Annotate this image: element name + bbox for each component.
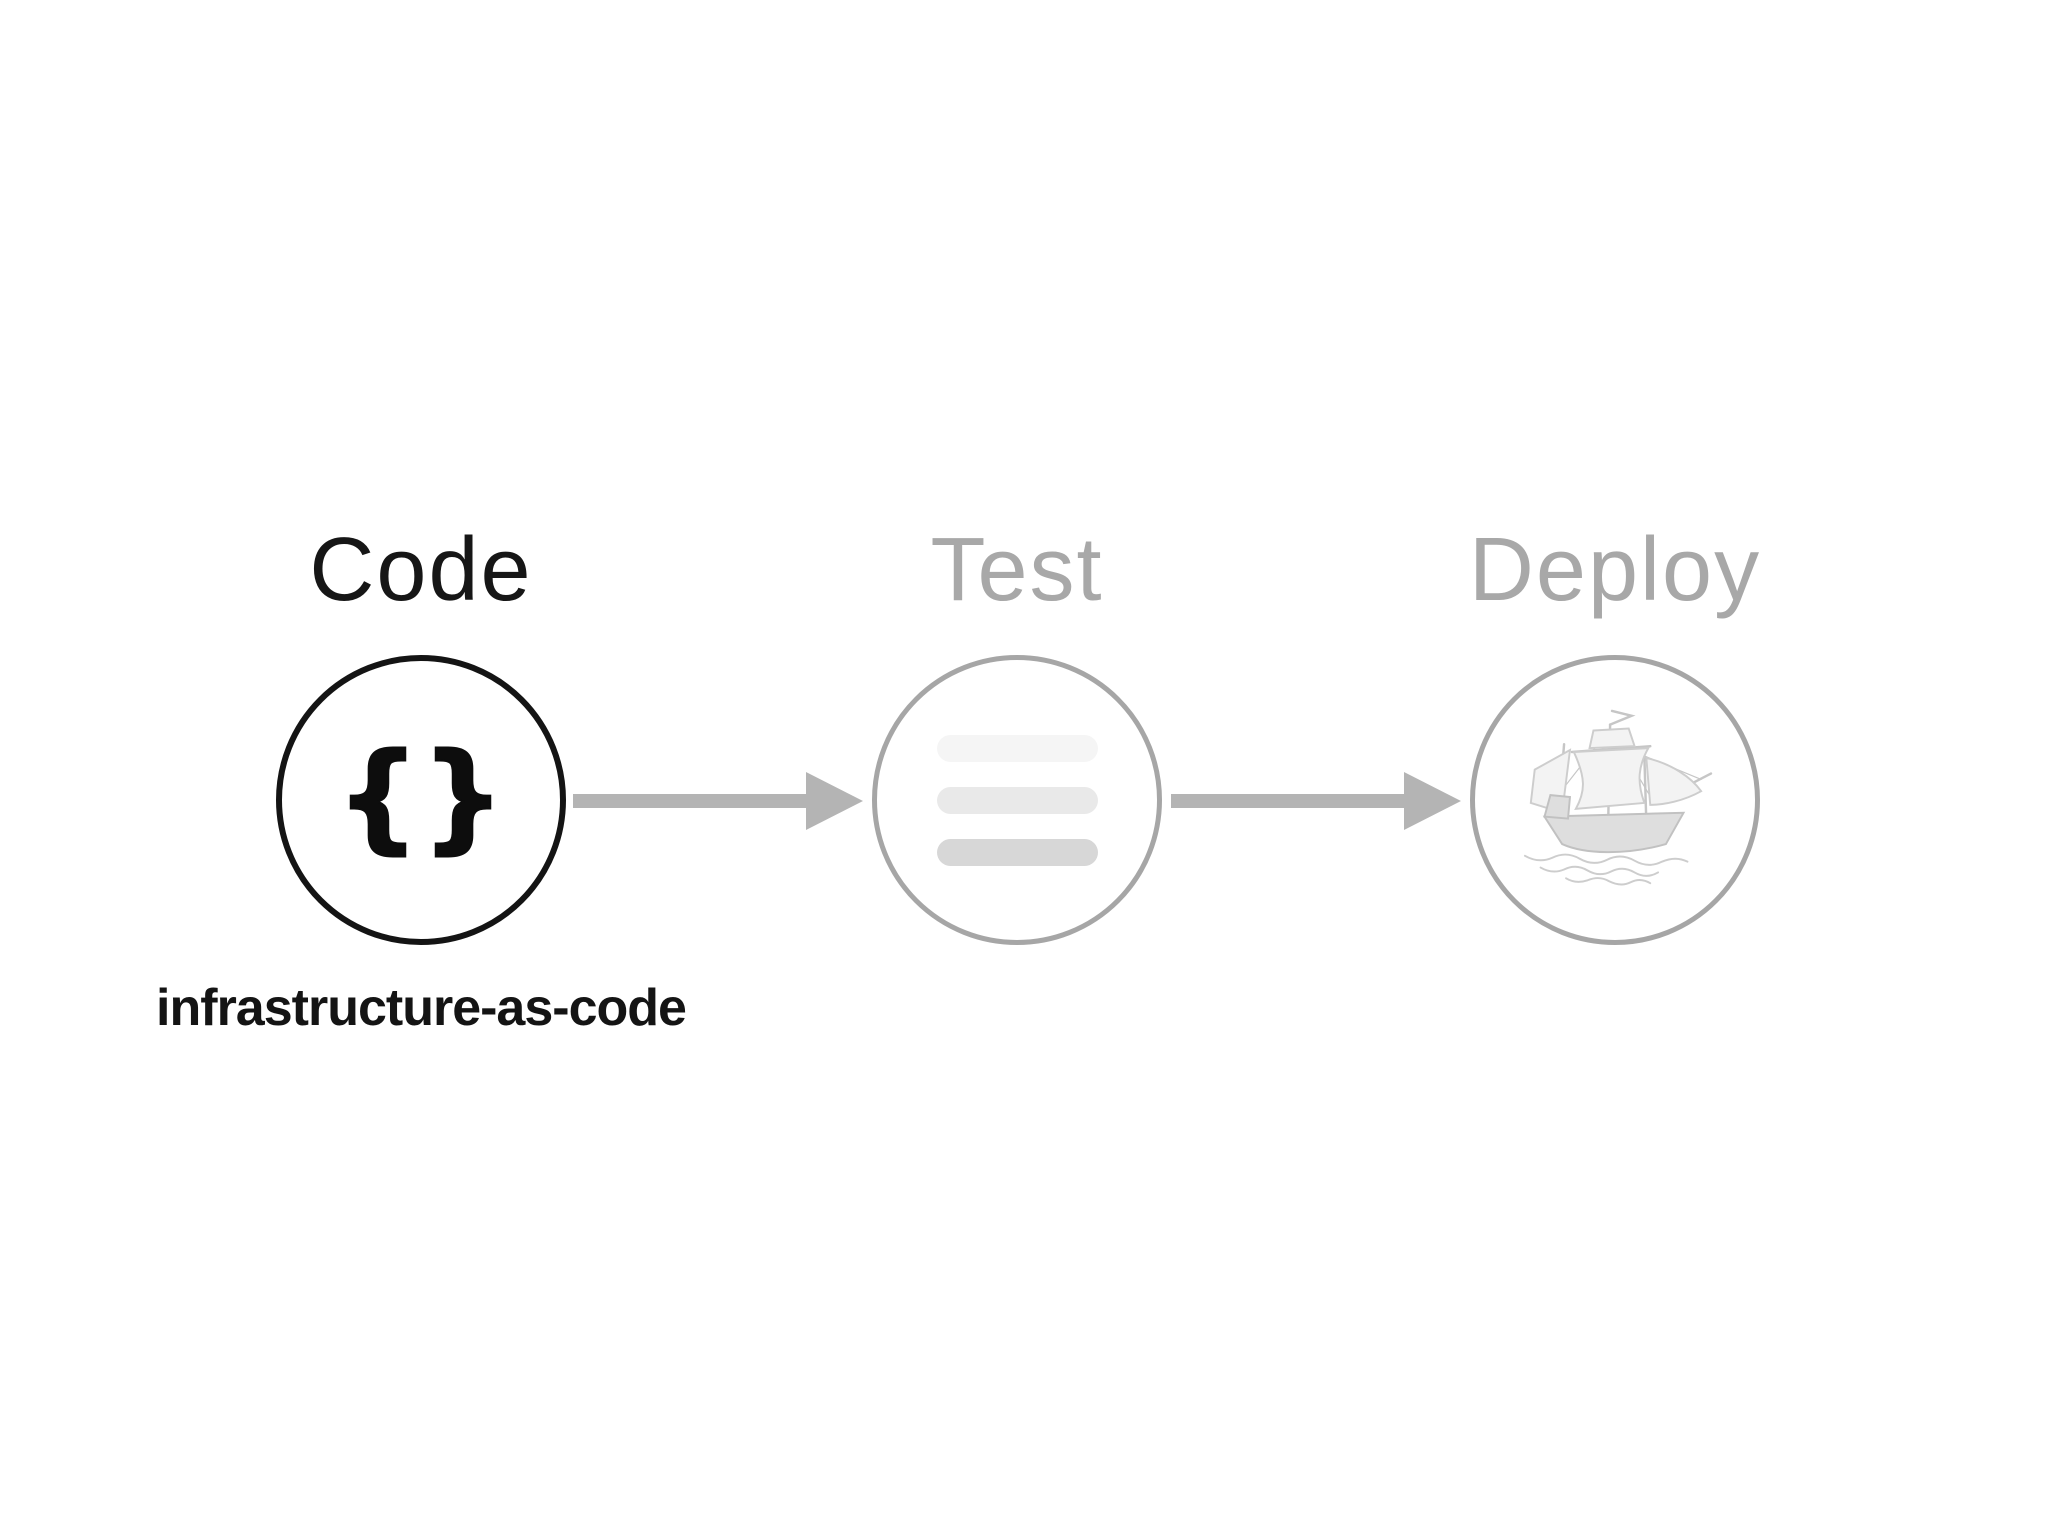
ship-icon bbox=[1523, 709, 1713, 886]
stage-caption-infrastructure-as-code: infrastructure-as-code bbox=[156, 979, 687, 1037]
arrow-shaft bbox=[1171, 794, 1408, 808]
flow-arrow-test-to-deploy bbox=[1171, 772, 1461, 830]
flow-arrow-code-to-test bbox=[573, 772, 863, 830]
arrow-shaft bbox=[573, 794, 810, 808]
stage-title-test: Test bbox=[930, 520, 1104, 620]
test-line-middle bbox=[936, 786, 1098, 814]
stage-circle-deploy bbox=[1470, 655, 1760, 945]
test-line-top bbox=[936, 734, 1098, 762]
stage-title-code: Code bbox=[309, 520, 533, 620]
stage-title-deploy: Deploy bbox=[1468, 520, 1762, 620]
stage-circle-test bbox=[872, 655, 1162, 945]
stage-circle-code: {} bbox=[276, 655, 566, 945]
braces-icon: {} bbox=[335, 727, 506, 865]
test-line-bottom bbox=[936, 838, 1098, 866]
arrow-head-icon bbox=[1404, 772, 1461, 830]
arrow-head-icon bbox=[806, 772, 863, 830]
